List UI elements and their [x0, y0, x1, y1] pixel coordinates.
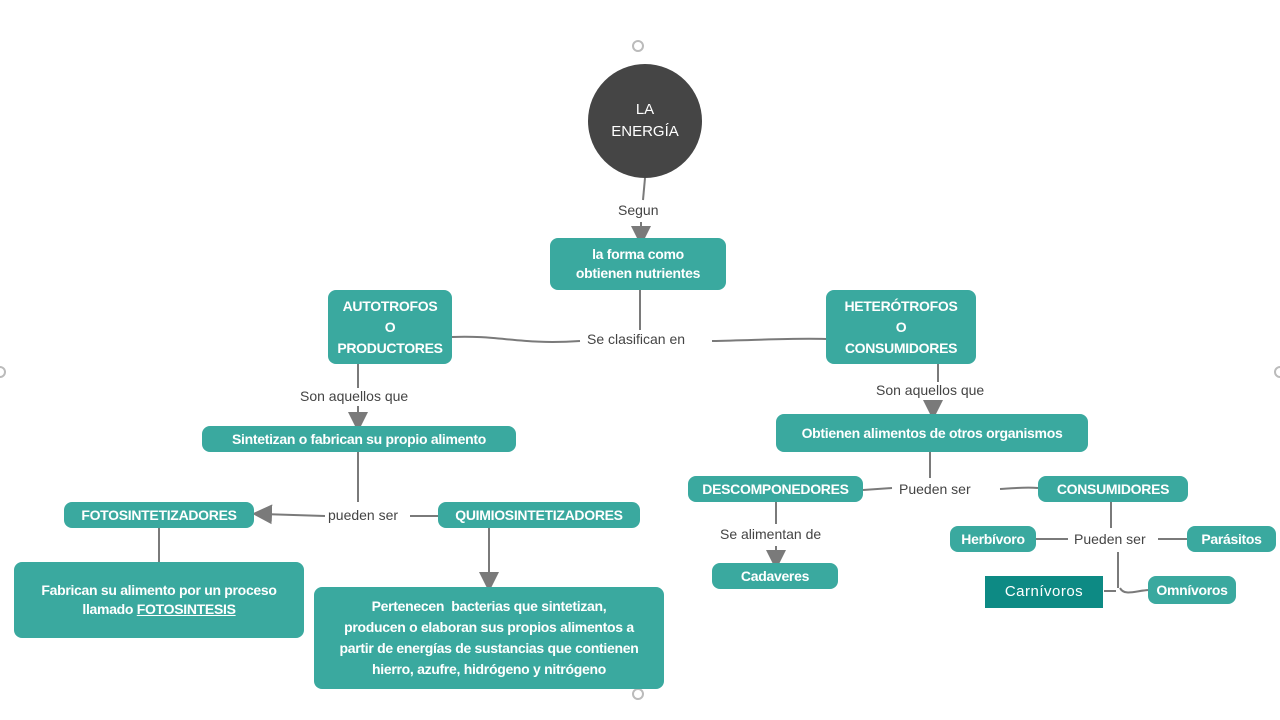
pertenecen-line-3: partir de energías de sustancias que con… [339, 640, 639, 656]
node-fabrican[interactable]: Fabrican su alimento por un proceso llam… [14, 562, 304, 638]
frame-handle-right[interactable] [1274, 366, 1280, 378]
fabrican-line-1: Fabrican su alimento por un proceso [41, 582, 277, 599]
root-line-1: LA [635, 100, 655, 118]
fabrican-line-2: llamado FOTOSINTESIS [82, 600, 236, 619]
node-quimiosintetizadores[interactable]: QUIMIOSINTETIZADORES [438, 502, 640, 528]
node-autotrofos[interactable]: AUTOTROFOS O PRODUCTORES [328, 290, 452, 364]
pertenecen-line-1: Pertenecen bacterias que sintetizan, [371, 598, 607, 614]
node-descomponedores[interactable]: DESCOMPONEDORES [688, 476, 863, 502]
root-line-2: ENERGÍA [611, 123, 679, 140]
label-son-aquellos-izq: Son aquellos que [298, 388, 411, 404]
autotrofos-line-2: O [384, 318, 396, 335]
label-segun: Segun [616, 202, 661, 218]
autotrofos-line-3: PRODUCTORES [337, 339, 443, 356]
node-carnivoros[interactable]: Carnívoros [985, 576, 1103, 608]
root-node-la-energia[interactable]: LA ENERGÍA [588, 64, 702, 178]
label-se-clasifican: Se clasifican en [585, 331, 688, 347]
frame-handle-left[interactable] [0, 366, 6, 378]
autotrofos-line-1: AUTOTROFOS [342, 297, 438, 314]
fotosintesis-link[interactable]: FOTOSINTESIS [136, 601, 236, 617]
forma-line-1: la forma como [592, 246, 684, 263]
pertenecen-line-2: producen o elaboran sus propios alimento… [344, 619, 634, 635]
node-consumidores[interactable]: CONSUMIDORES [1038, 476, 1188, 502]
node-fotosintetizadores[interactable]: FOTOSINTETIZADORES [64, 502, 254, 528]
frame-handle-top[interactable] [632, 40, 644, 52]
node-heterotrofos[interactable]: HETERÓTROFOS O CONSUMIDORES [826, 290, 976, 364]
node-obtienen[interactable]: Obtienen alimentos de otros organismos [776, 414, 1088, 452]
forma-line-2: obtienen nutrientes [575, 265, 701, 281]
heterotrofos-line-3: CONSUMIDORES [844, 339, 958, 356]
heterotrofos-line-1: HETERÓTROFOS [844, 297, 958, 314]
node-pertenecen[interactable]: Pertenecen bacterias que sintetizan, pro… [314, 587, 664, 689]
frame-handle-bottom[interactable] [632, 688, 644, 700]
node-herbivoro[interactable]: Herbívoro [950, 526, 1036, 552]
label-se-alimentan: Se alimentan de [718, 526, 824, 542]
node-cadaveres[interactable]: Cadaveres [712, 563, 838, 589]
node-parasitos[interactable]: Parásitos [1187, 526, 1276, 552]
node-sintetizan[interactable]: Sintetizan o fabrican su propio alimento [202, 426, 516, 452]
label-son-aquellos-der: Son aquellos que [874, 382, 987, 398]
node-forma-nutrientes[interactable]: la forma como obtienen nutrientes [550, 238, 726, 290]
label-pueden-ser-izq: pueden ser [326, 507, 401, 523]
heterotrofos-line-2: O [895, 318, 907, 335]
label-pueden-ser-medio: Pueden ser [897, 481, 973, 497]
label-pueden-ser-der: Pueden ser [1072, 531, 1148, 547]
node-omnivoros[interactable]: Omnívoros [1148, 576, 1236, 604]
pertenecen-line-4: hierro, azufre, hidrógeno y nitrógeno [372, 661, 606, 677]
fabrican-line-2-prefix: llamado [82, 601, 137, 617]
